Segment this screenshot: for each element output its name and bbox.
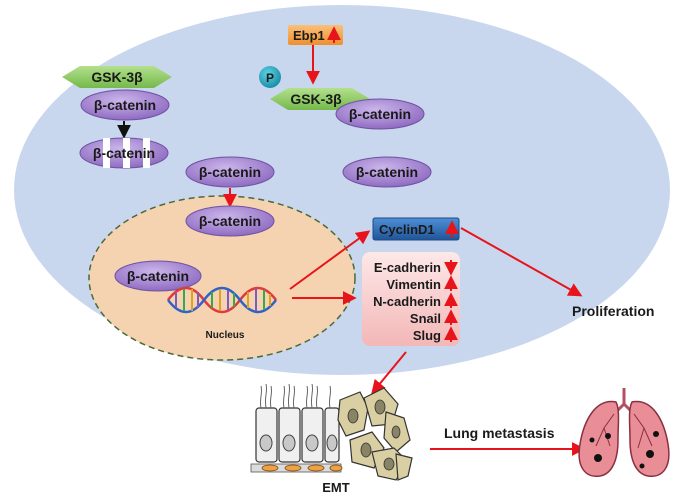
gsk3b-left: [62, 66, 172, 88]
catenin-nuclear-1-label: β-catenin: [199, 213, 261, 229]
phospho-circle: [259, 66, 281, 88]
ebp1-label: Ebp1: [293, 28, 325, 43]
emt-marker-n-cadherin: N-cadherin: [373, 294, 441, 309]
catenin-bound: [335, 98, 425, 130]
phospho-label: P: [266, 71, 274, 85]
catenin-nuclear-2: [114, 260, 202, 292]
gsk3b-right-label: GSK-3β: [290, 91, 342, 107]
lungs-illustration: [578, 388, 670, 477]
cyclin-box: [372, 217, 460, 241]
emt-marker-e-cadherin: E-cadherin: [374, 260, 441, 275]
nucleus: [88, 195, 356, 361]
catenin-cyto-1-label: β-catenin: [199, 164, 261, 180]
catenin-cyto-1: [185, 156, 275, 188]
emt-marker-vimentin: Vimentin: [386, 277, 441, 292]
gsk3b-left-label: GSK-3β: [91, 69, 143, 85]
catenin-degraded-label: β-catenin: [93, 145, 155, 161]
emt-cells-illustration: [250, 383, 413, 481]
catenin-left: [80, 89, 170, 121]
catenin-nuclear-2-label: β-catenin: [127, 268, 189, 284]
catenin-cyto-2: [342, 156, 432, 188]
emt-marker-box: [362, 252, 460, 346]
dna-to-cyclin-arrow: [289, 230, 371, 290]
emt-label: EMT: [322, 480, 350, 495]
cyclin-to-proliferation-arrow: [460, 227, 583, 297]
lung-metastasis-label: Lung metastasis: [444, 425, 555, 441]
catenin-left-label: β-catenin: [94, 97, 156, 113]
catenin-degraded: [79, 137, 169, 169]
proliferation-label: Proliferation: [572, 303, 654, 319]
catenin-nuclear-1: [185, 205, 275, 237]
dna-helix: [167, 286, 277, 314]
catenin-bound-label: β-catenin: [349, 106, 411, 122]
emt-marker-snail: Snail: [410, 311, 441, 326]
nucleus-label: Nucleus: [206, 330, 245, 341]
emt-marker-slug: Slug: [413, 328, 441, 343]
catenin-cyto-2-label: β-catenin: [356, 164, 418, 180]
markers-to-emt-arrow: [371, 351, 407, 395]
cyclin-label: CyclinD1: [379, 222, 435, 237]
